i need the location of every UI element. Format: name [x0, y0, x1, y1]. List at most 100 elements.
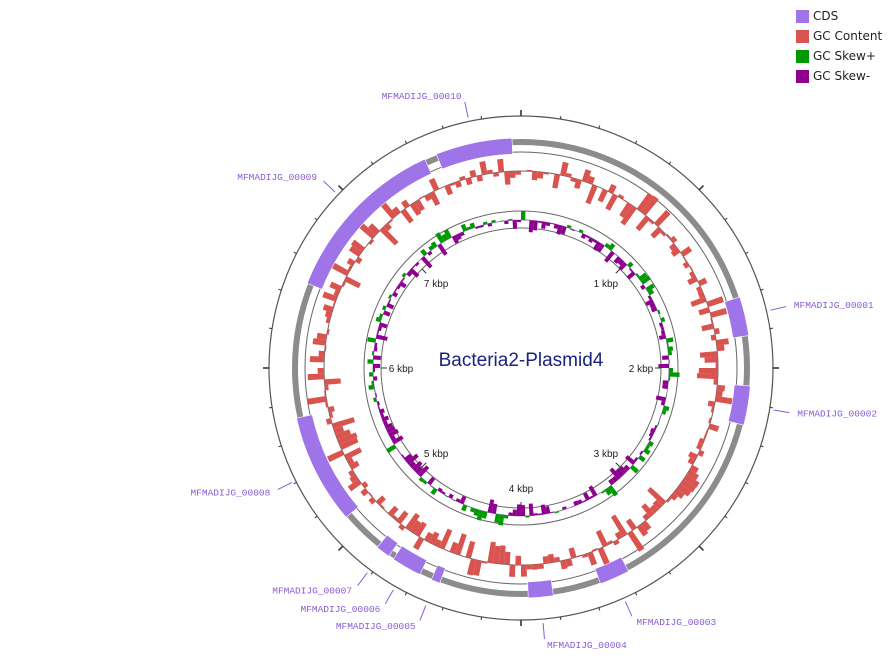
- gc-skew-negative-bar: [377, 405, 381, 410]
- outer-tick: [441, 607, 444, 611]
- gc-skew-negative-bar: [388, 428, 399, 438]
- gc-skew-positive-bar: [657, 309, 661, 315]
- outer-tick: [314, 217, 318, 221]
- gc-content-bar: [325, 317, 331, 324]
- gc-content-bar: [325, 401, 328, 408]
- gc-content-bar: [316, 332, 327, 340]
- cds-label: MFMADIJG_00010: [382, 91, 462, 102]
- gc-content-bar: [379, 504, 385, 510]
- gc-content-bar: [713, 379, 718, 385]
- outer-tick: [745, 481, 749, 485]
- cds-labels: MFMADIJG_00001MFMADIJG_00002MFMADIJG_000…: [190, 91, 877, 651]
- gc-content-bar: [324, 345, 327, 352]
- gc-content-bar: [715, 362, 718, 368]
- gc-skew-positive-bar: [385, 444, 397, 454]
- gc-skew-positive-bar: [466, 226, 472, 231]
- gc-content-bar: [504, 171, 511, 185]
- gc-skew-negative-bar: [585, 235, 591, 239]
- gc-content-bar: [329, 411, 334, 419]
- gc-skew-negative-bar: [437, 487, 443, 493]
- gc-content-bar: [697, 449, 705, 457]
- gc-skew-positive-bar: [578, 229, 584, 234]
- gc-content-bar: [542, 555, 550, 564]
- gc-content-bar: [479, 160, 488, 175]
- gc-content-bar: [680, 246, 693, 257]
- gc-skew-positive-bar: [660, 317, 666, 323]
- gc-content-bar: [715, 396, 734, 405]
- gc-content-bar: [696, 373, 718, 380]
- gc-skew-negative-bar: [376, 401, 380, 406]
- gc-content-bar: [606, 540, 613, 545]
- gc-skew-negative-bar: [658, 322, 664, 328]
- gc-content-bar: [326, 328, 330, 335]
- legend-label: CDS: [813, 9, 839, 23]
- gc-skew-negative-bar: [658, 363, 669, 368]
- cds-track: [296, 137, 751, 599]
- gc-content-bar: [324, 378, 341, 385]
- gc-skew-negative-bar: [417, 465, 430, 478]
- gc-skew-positive-bar: [378, 313, 384, 319]
- gc-content-bar: [492, 172, 499, 177]
- gc-content-bar: [368, 497, 376, 505]
- gc-content-bar: [698, 437, 705, 445]
- gc-skew-negative-bar: [532, 220, 538, 231]
- kbp-tick: [421, 268, 427, 274]
- gc-skew-positive-bar: [663, 405, 670, 412]
- gc-content-bar: [612, 539, 620, 546]
- gc-content-bar: [324, 310, 332, 318]
- gc-skew-negative-bar: [440, 490, 446, 495]
- gc-skew-negative-bar: [508, 512, 513, 516]
- gc-skew-negative-bar: [386, 302, 395, 310]
- gc-skew-negative-bar: [448, 493, 454, 499]
- gc-content-bar: [349, 474, 359, 484]
- gc-content-bar: [497, 158, 505, 173]
- cds-backbone-ring: [292, 139, 750, 597]
- gc-content-bar: [532, 564, 539, 570]
- gc-content-bar: [704, 356, 718, 363]
- cds-label: MFMADIJG_00001: [794, 300, 874, 311]
- cds-arc: [724, 296, 750, 339]
- gc-skew-negative-bar: [609, 467, 622, 480]
- gc-skew-negative-bar: [396, 284, 402, 290]
- gc-content-bar: [607, 183, 617, 194]
- gc-skew-positive-bar: [640, 275, 651, 285]
- gc-content-bar: [400, 208, 414, 224]
- gc-skew-negative-bar: [556, 224, 563, 235]
- gc-skew-negative-bar: [398, 451, 402, 455]
- gc-skew-negative-bar: [528, 220, 534, 233]
- gc-content-bar: [486, 169, 493, 174]
- gc-content-bar: [509, 564, 516, 577]
- gc-skew-negative-bar: [409, 267, 420, 278]
- gc-content-bar: [424, 531, 434, 543]
- gc-skew-negative-bar: [545, 222, 551, 227]
- gc-skew-positive-bar: [601, 490, 606, 494]
- gc-content-bar: [526, 564, 533, 570]
- gc-content-bar: [526, 169, 533, 172]
- gc-content-bar: [439, 186, 445, 189]
- gc-content-bar: [454, 533, 467, 556]
- gc-skew-positive-bar: [645, 283, 655, 292]
- gc-content-bar: [565, 172, 572, 178]
- gc-content-bar: [666, 233, 672, 239]
- gc-skew-positive-bar: [508, 218, 513, 221]
- gc-skew-negative-bar: [573, 500, 579, 506]
- kbp-label: 2 kbp: [629, 364, 654, 375]
- outer-tick: [404, 592, 408, 596]
- gc-skew-positive-bar: [503, 515, 509, 519]
- legend-label: GC Content: [813, 29, 883, 43]
- gc-skew-positive-bar: [668, 376, 671, 381]
- gc-skew-negative-bar: [377, 326, 382, 332]
- gc-skew-positive-bar: [491, 219, 496, 223]
- cds-arc: [594, 556, 630, 585]
- gc-content-bar: [329, 281, 342, 292]
- gc-content-bar: [492, 545, 501, 564]
- gc-content-bar: [335, 429, 351, 440]
- gc-skew-negative-bar: [487, 499, 495, 514]
- gc-skew-negative-bar: [427, 250, 433, 256]
- gc-skew-negative-bar: [378, 322, 388, 329]
- gc-content-bar: [414, 199, 425, 212]
- gc-content-bar: [654, 209, 671, 227]
- gc-skew-negative-bar: [396, 447, 400, 452]
- gc-content-bar: [337, 432, 358, 445]
- gc-content-bar: [683, 474, 700, 488]
